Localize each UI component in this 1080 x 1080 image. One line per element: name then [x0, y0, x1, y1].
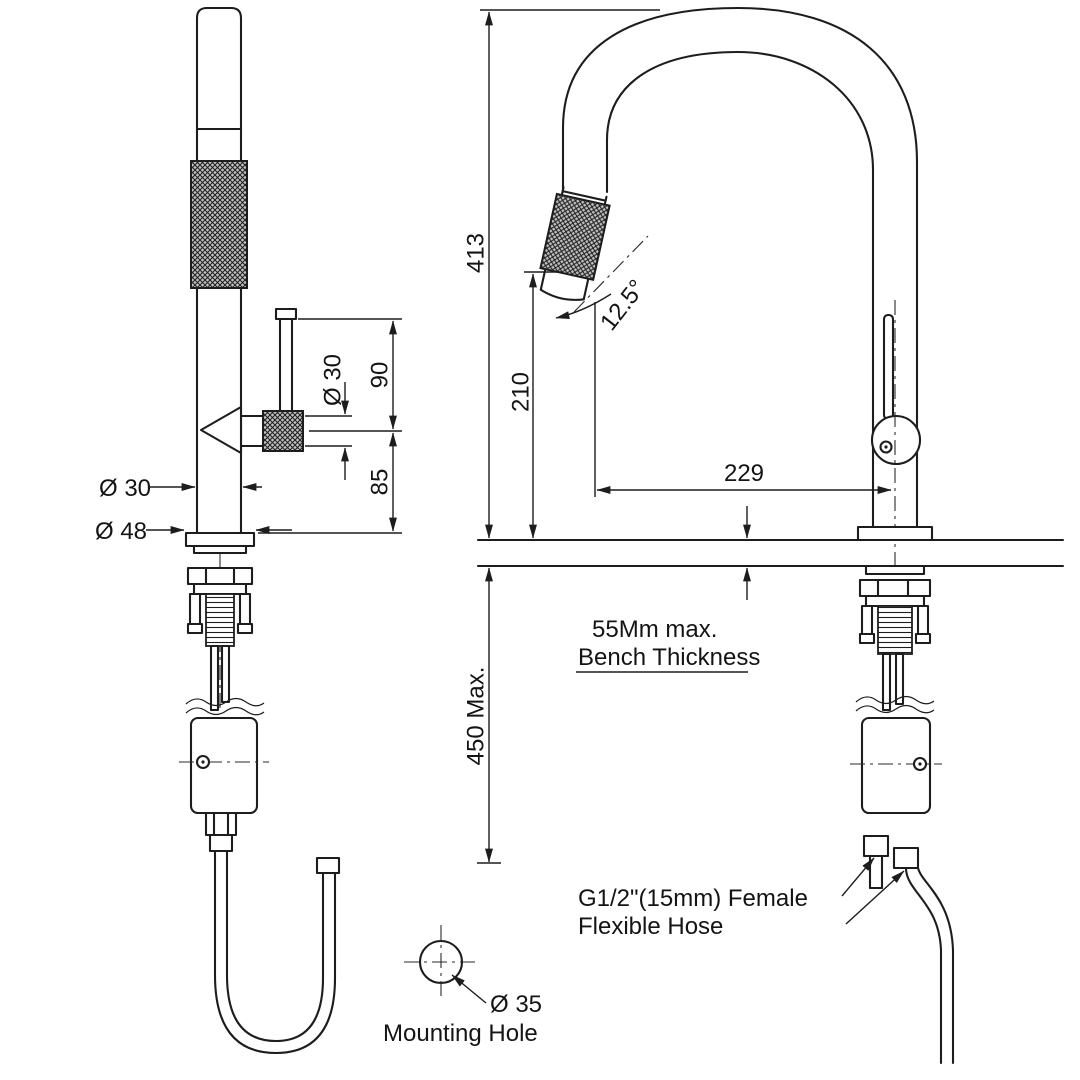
flex-hose-inner [904, 866, 943, 1065]
mounting-nut [858, 578, 932, 598]
dim-label: 229 [724, 460, 764, 487]
dim-body-diameter: Ø 30 [99, 475, 262, 502]
hose-fitting-left [862, 834, 890, 858]
right-view: 12.5° [462, 6, 1065, 1065]
mounting-nut [186, 566, 254, 586]
note-line-1: 55Mm max. [592, 616, 717, 643]
dim-outlet-diameter: Ø 30 [305, 354, 352, 480]
hose-fitting-right [892, 846, 920, 870]
outlet-cone [199, 405, 243, 455]
dim-base-diameter: Ø 48 [95, 518, 292, 545]
dim-label-85: 85 [366, 469, 393, 496]
note-bench-thickness: 55Mm max. Bench Thickness [576, 506, 760, 673]
dim-label-90: 90 [366, 362, 393, 389]
dim-label: Ø 30 [99, 475, 151, 502]
mixer-cartridge-body [860, 716, 932, 815]
gooseneck-inner [605, 50, 875, 531]
handset-body-outline [195, 6, 243, 535]
dim-label: 210 [507, 372, 534, 412]
dim-hole-diameter: Ø 35 [490, 991, 542, 1018]
handle-ball-joint [870, 414, 922, 466]
base-flange [184, 531, 256, 548]
spout-head [539, 186, 611, 301]
hose-loop-inner [225, 849, 325, 1043]
spout-head-knurl [539, 192, 611, 282]
left-view: Ø 30 Ø 48 Ø 30 90 85 [95, 6, 402, 1055]
note-line-2: Bench Thickness [578, 644, 760, 671]
hose-end-fitting [315, 856, 341, 875]
threaded-shank [877, 605, 913, 655]
dim-spout-reach: 229 [594, 302, 892, 497]
handle-lever [882, 313, 895, 421]
escutcheon-flange [856, 525, 934, 542]
dim-overall-height: 413 [462, 9, 660, 539]
handset-grip-knurl [190, 160, 248, 289]
dim-outlet-heights: 90 85 [258, 318, 402, 534]
mounting-hole-label: Mounting Hole [383, 1020, 538, 1047]
dim-under-bench-max: 450 Max. [462, 567, 501, 864]
dim-label: 12.5° [595, 275, 651, 336]
dim-label: 450 Max. [462, 667, 489, 766]
hose-loop-outer [213, 849, 337, 1055]
dim-spout-clearance: 210 [507, 271, 562, 539]
threaded-shank [205, 593, 235, 647]
gooseneck-outer [561, 6, 919, 531]
note-flexible-hose: G1/2"(15mm) Female Flexible Hose [578, 857, 905, 940]
dim-label: Ø 48 [95, 518, 147, 545]
flex-hose-outer [916, 866, 955, 1065]
dim-label: Ø 30 [319, 354, 346, 406]
outlet-knurl-ring [262, 410, 304, 452]
note-line-1: G1/2"(15mm) Female [578, 885, 808, 912]
mounting-hole-detail: Ø 35 Mounting Hole [383, 925, 542, 1047]
dim-label: 413 [462, 233, 489, 273]
note-line-2: Flexible Hose [578, 913, 723, 940]
